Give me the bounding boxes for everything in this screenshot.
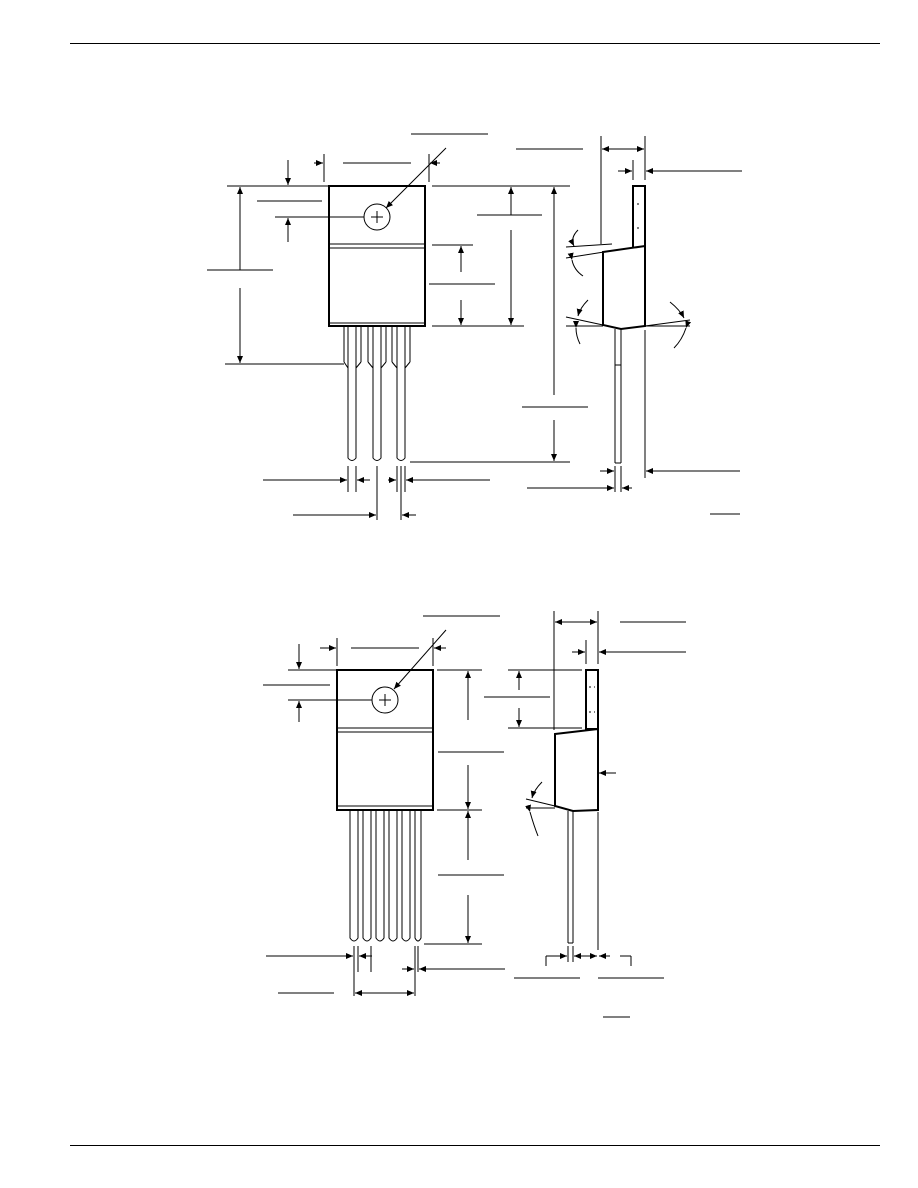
dimension-lines: [207, 133, 588, 520]
package-5-lead-side-view: [484, 611, 686, 1018]
package-body: [328, 185, 426, 327]
heatsink-tab: [632, 185, 646, 249]
footer-rule: [70, 1145, 880, 1146]
leads: [349, 810, 422, 942]
package-3-lead-front-view: [207, 133, 588, 520]
dimension-lines: [516, 136, 742, 515]
package-body: [336, 669, 434, 811]
dimension-lines: [484, 611, 686, 1018]
dimension-lines: [263, 615, 505, 996]
heatsink-tab: [585, 669, 599, 730]
package-body-side: [602, 244, 646, 331]
leads: [343, 327, 411, 461]
package-5-lead-front-view: [263, 615, 505, 996]
package-3-lead-side-view: [516, 136, 742, 515]
header-rule: [70, 43, 880, 44]
package-body-side: [554, 727, 599, 813]
